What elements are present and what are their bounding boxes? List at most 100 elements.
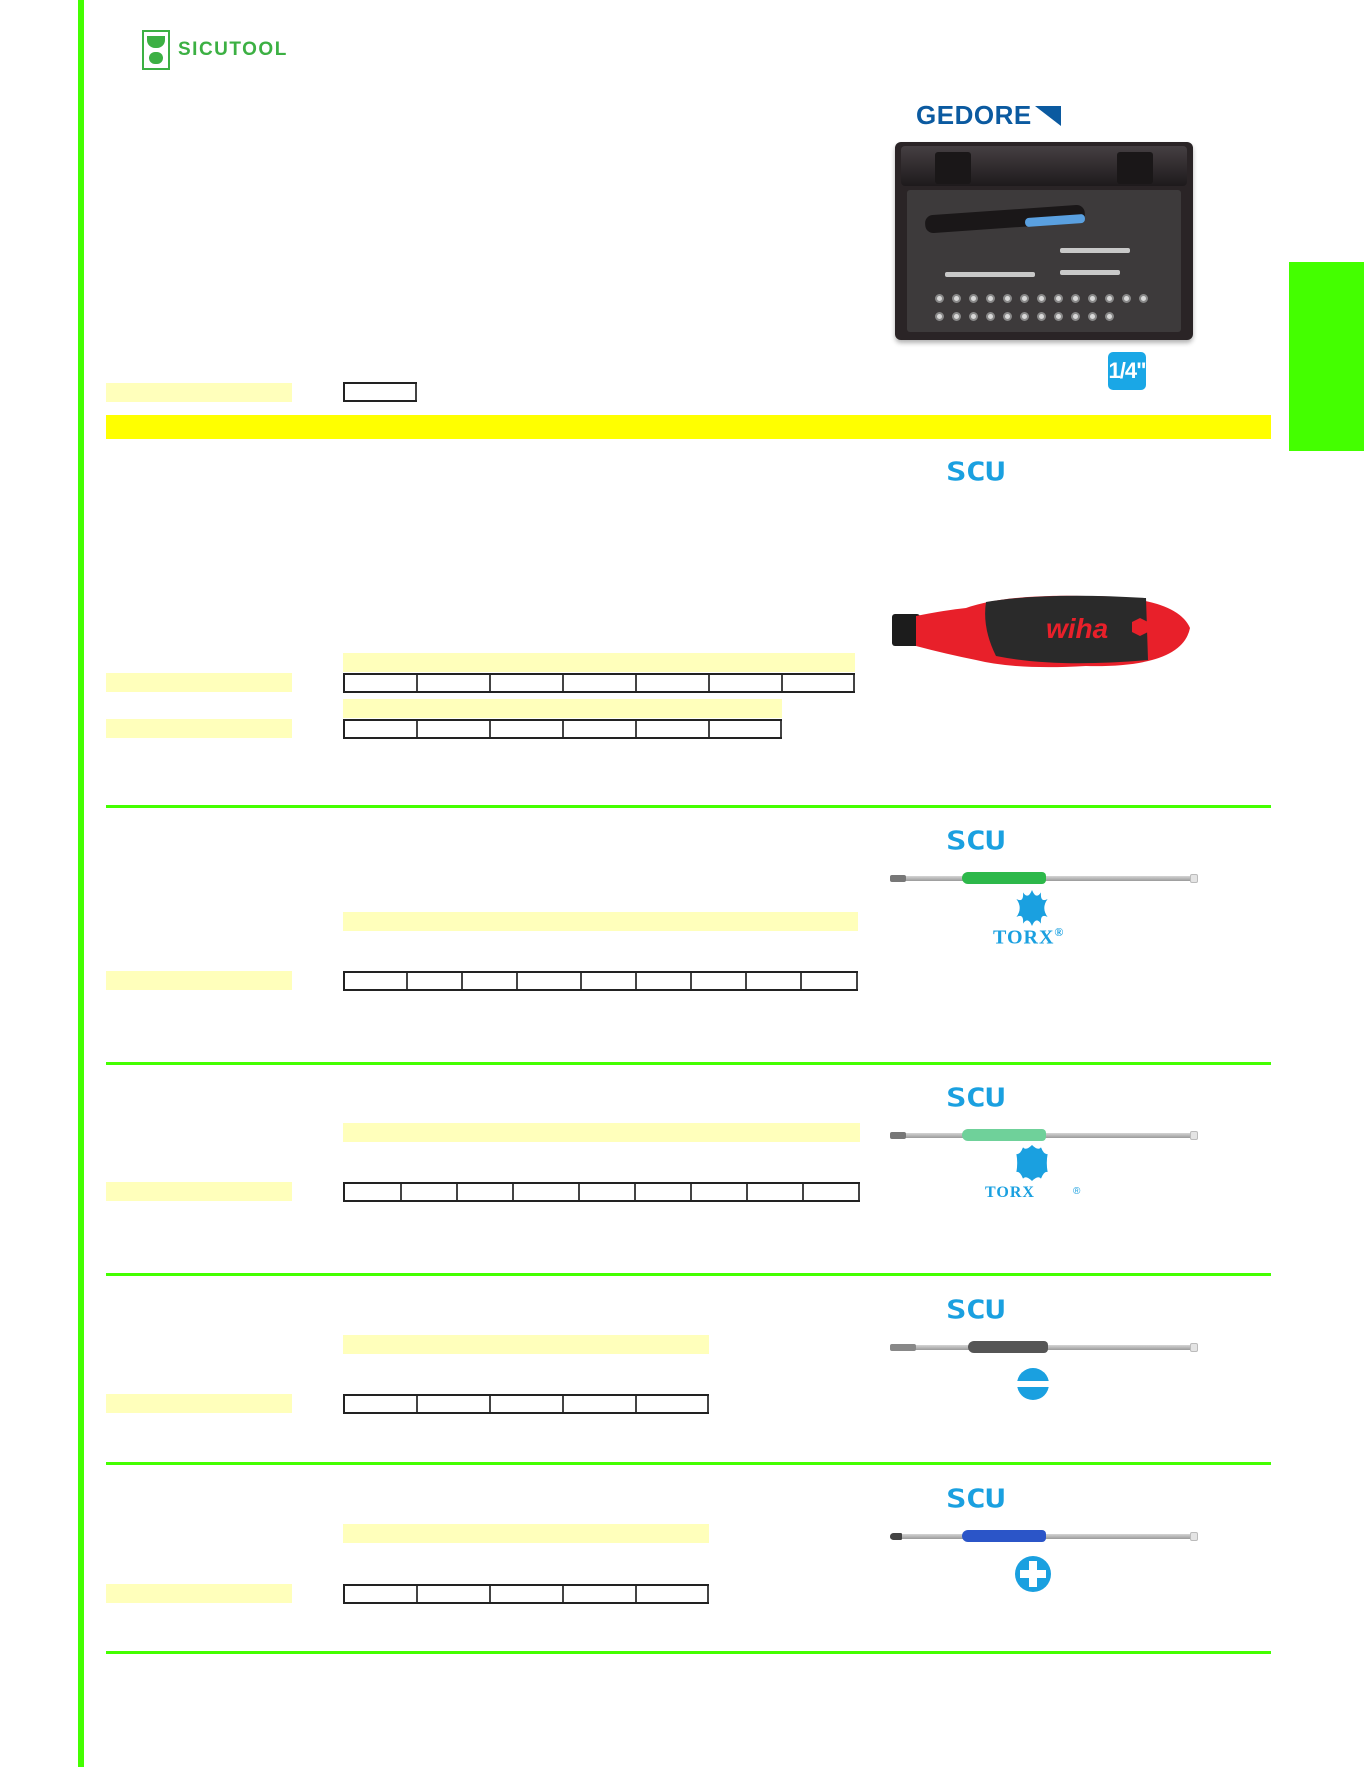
bit-collar [962, 1129, 1046, 1141]
table-cell [564, 1586, 637, 1602]
quarter-inch-drive-badge: 1/4" [1108, 352, 1147, 390]
slotted-table-row [343, 1394, 709, 1414]
scu-logo: SCU [946, 1295, 1005, 1325]
bit-collar [962, 872, 1046, 884]
article-label-bar [106, 1394, 292, 1413]
section-divider [106, 1273, 1271, 1276]
column-header-bar [343, 1524, 709, 1543]
slotted-bit-image [890, 1341, 1198, 1353]
socket-icon [986, 312, 995, 321]
bit-tip [890, 875, 906, 882]
article-label-bar [106, 673, 292, 692]
bit-end [1190, 1343, 1198, 1352]
table-cell [564, 721, 637, 737]
article-label-bar [106, 383, 292, 402]
column-header-bar [343, 912, 858, 931]
table-cell [458, 1184, 514, 1200]
case-hinge-left [935, 152, 971, 184]
chapter-side-tab [1289, 262, 1364, 451]
registered-mark: ® [1073, 1186, 1081, 1197]
case-hinge-right [1117, 152, 1153, 184]
socket-icon [1003, 312, 1012, 321]
socket-icon [952, 312, 961, 321]
table-cell [637, 1586, 709, 1602]
column-header-bar [343, 1123, 860, 1142]
column-header-bar [343, 653, 855, 672]
table-cell [345, 1184, 402, 1200]
table-cell [783, 675, 855, 691]
phillips-table-row [343, 1584, 709, 1604]
socket-icon [1088, 312, 1097, 321]
table-cell [345, 973, 408, 989]
table-cell [491, 721, 564, 737]
table-cell [747, 973, 802, 989]
table-cell [804, 1184, 860, 1200]
table-cell [345, 721, 418, 737]
socket-icon [952, 294, 961, 303]
table-cell [564, 675, 637, 691]
gedore-arrow-icon [1034, 105, 1061, 126]
column-header-bar [343, 1335, 709, 1354]
phillips-drive-icon [1015, 1556, 1051, 1592]
table-cell [463, 973, 518, 989]
section-divider [106, 805, 1271, 808]
scu-logo: SCU [946, 1484, 1005, 1514]
socket-icon [1105, 312, 1114, 321]
socket-icon [1020, 312, 1029, 321]
section-band [106, 415, 1271, 439]
table-cell [692, 1184, 748, 1200]
left-margin-rule [78, 0, 84, 1767]
table-cell [345, 1586, 418, 1602]
bit-end [1190, 874, 1198, 883]
socket-icon [1139, 294, 1148, 303]
registered-mark: ® [1054, 925, 1065, 939]
socket-icon [1071, 312, 1080, 321]
svg-text:wiha: wiha [1046, 613, 1108, 644]
table-cell [637, 721, 710, 737]
case-lid [901, 146, 1187, 186]
bit-end [1190, 1532, 1198, 1541]
socket-icon [1054, 312, 1063, 321]
adapter-icon [1060, 270, 1120, 275]
table-cell [748, 1184, 804, 1200]
extension-bar-icon [1060, 248, 1130, 253]
socket-row [935, 294, 1153, 326]
column-header-bar [343, 699, 782, 718]
torx-star-icon [1016, 890, 1048, 926]
scu-logo: SCU [946, 1083, 1005, 1113]
table-cell [636, 1184, 692, 1200]
table-cell [514, 1184, 580, 1200]
torx-logo: TORX® [993, 925, 1064, 950]
torque-wrench-case-image [895, 142, 1193, 340]
screwdriver-handle-image: wiha [892, 595, 1190, 668]
socket-icon [1020, 294, 1029, 303]
handle-table-row-2 [343, 719, 782, 739]
table-cell [418, 1396, 491, 1412]
sicutool-logo-mark-icon [142, 30, 170, 70]
socket-icon [935, 294, 944, 303]
socket-icon [1003, 294, 1012, 303]
table-cell [710, 721, 782, 737]
table-cell [582, 973, 637, 989]
handle-table-row-1 [343, 673, 855, 693]
gedore-logo-text: GEDORE [916, 100, 1032, 130]
table-cell [402, 1184, 458, 1200]
torx-logo: TORX [985, 1184, 1035, 1202]
torx-logo-text: TORX [993, 926, 1055, 949]
section-divider [106, 1462, 1271, 1465]
table-cell [418, 721, 491, 737]
socket-icon [1122, 294, 1131, 303]
section-divider [106, 1651, 1271, 1654]
torx-plus-table-row [343, 1182, 860, 1202]
bit-tip [890, 1344, 916, 1351]
socket-icon [1071, 294, 1080, 303]
logo-text: SICUTOOL [178, 39, 288, 60]
sicutool-logo: SICUTOOL [142, 30, 288, 70]
bit-collar [968, 1341, 1048, 1353]
torx-bit-image [890, 872, 1198, 884]
table-cell [637, 1396, 709, 1412]
table-cell [802, 973, 858, 989]
table-cell [518, 973, 582, 989]
table-cell [637, 973, 692, 989]
bit-tip [890, 1132, 906, 1139]
